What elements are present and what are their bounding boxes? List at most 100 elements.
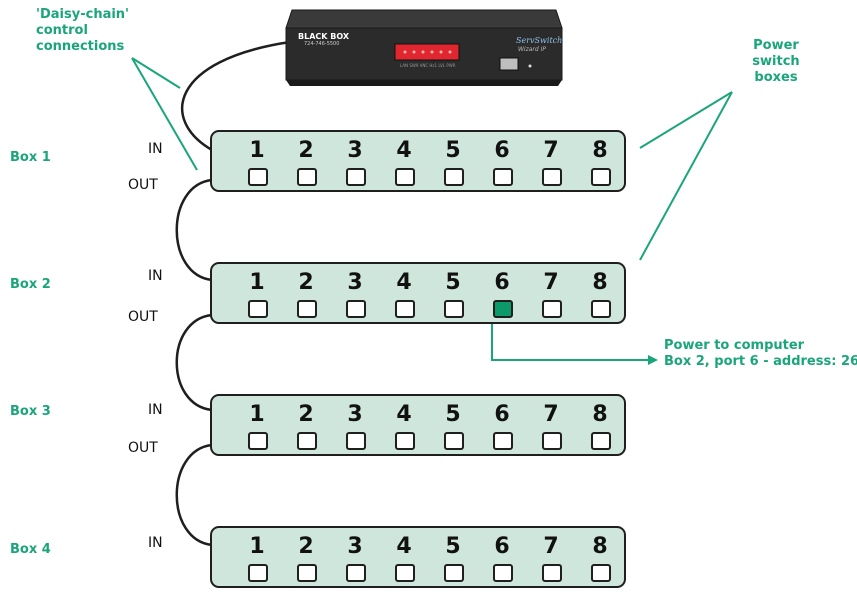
port-button[interactable] [444,432,464,450]
port-button[interactable] [346,564,366,582]
port-5: 5 [436,396,470,454]
callout-line [491,318,648,361]
cable-box1-to-box2 [175,178,213,282]
kvm-device [285,9,563,86]
device-model-code: 724-746-5500 [304,41,340,47]
port-button[interactable] [346,432,366,450]
port-button[interactable] [297,432,317,450]
port-button[interactable] [346,168,366,186]
box-name: Box 3 [10,404,51,419]
port-button[interactable] [444,564,464,582]
callout-line-2: Box 2, port 6 - address: 26 [664,354,857,369]
port-number: 8 [592,138,608,163]
port-button[interactable] [297,168,317,186]
port-button[interactable] [248,300,268,318]
port-number: 6 [494,270,510,295]
port-7: 7 [534,528,568,586]
port-7: 7 [534,264,568,322]
port-button-active[interactable] [493,300,513,318]
port-6: 6 [485,132,519,190]
port-button[interactable] [493,168,513,186]
port-button[interactable] [395,564,415,582]
in-label: IN [148,141,163,157]
device-panel-caption: LAN SW9 VNC Hz1 LVL PWR [400,63,456,68]
port-button[interactable] [395,300,415,318]
port-number: 5 [445,138,461,163]
port-4: 4 [387,264,421,322]
port-2: 2 [289,396,323,454]
port-button[interactable] [542,168,562,186]
port-button[interactable] [591,564,611,582]
network-port [499,57,519,71]
port-button[interactable] [297,564,317,582]
port-number: 2 [298,138,314,163]
port-button[interactable] [493,432,513,450]
port-number: 7 [543,270,559,295]
port-6: 6 [485,264,519,322]
power-switch-pointer-2 [639,91,733,261]
daisy-chain-line-1: 'Daisy-chain' [36,7,130,22]
port-button[interactable] [395,432,415,450]
port-button[interactable] [346,300,366,318]
power-switch-label: Power switch boxes [748,38,804,86]
port-number: 2 [298,402,314,427]
port-number: 8 [592,270,608,295]
port-button[interactable] [395,168,415,186]
in-label: IN [148,402,163,418]
port-button[interactable] [248,432,268,450]
port-7: 7 [534,132,568,190]
port-button[interactable] [591,432,611,450]
port-number: 1 [249,270,265,295]
power-switch-pointer-1 [639,91,733,149]
port-1: 1 [240,396,274,454]
port-button[interactable] [591,300,611,318]
port-3: 3 [338,132,372,190]
daisy-chain-pointer-1 [131,57,181,89]
port-number: 7 [543,534,559,559]
port-8: 8 [583,528,617,586]
daisy-chain-line-3: connections [36,39,125,54]
port-number: 5 [445,534,461,559]
port-number: 4 [396,402,412,427]
device-product-line: ServSwitch [516,36,563,45]
port-button[interactable] [444,300,464,318]
port-button[interactable] [591,168,611,186]
port-button[interactable] [248,168,268,186]
port-number: 6 [494,534,510,559]
port-1: 1 [240,264,274,322]
cable-box3-to-box4 [175,443,213,547]
out-label: OUT [128,440,158,456]
device-product-name: Wizard IP [518,46,546,53]
port-button[interactable] [248,564,268,582]
port-number: 8 [592,534,608,559]
port-button[interactable] [493,564,513,582]
power-switch-line-3: boxes [754,70,798,85]
port-2: 2 [289,132,323,190]
port-2: 2 [289,528,323,586]
port-button[interactable] [542,564,562,582]
box-name: Box 2 [10,277,51,292]
port-button[interactable] [542,300,562,318]
port-number: 8 [592,402,608,427]
cable-device-to-box1 [180,40,291,152]
port-number: 6 [494,402,510,427]
port-number: 3 [347,270,363,295]
port-8: 8 [583,264,617,322]
port-button[interactable] [297,300,317,318]
port-number: 4 [396,138,412,163]
port-5: 5 [436,528,470,586]
callout-arrowhead [648,355,658,365]
port-1: 1 [240,528,274,586]
port-button[interactable] [542,432,562,450]
port-4: 4 [387,396,421,454]
port-6: 6 [485,396,519,454]
port-number: 1 [249,534,265,559]
port-3: 3 [338,528,372,586]
daisy-chain-pointer-2 [131,57,198,171]
port-number: 3 [347,138,363,163]
port-button[interactable] [444,168,464,186]
box-name: Box 1 [10,150,51,165]
